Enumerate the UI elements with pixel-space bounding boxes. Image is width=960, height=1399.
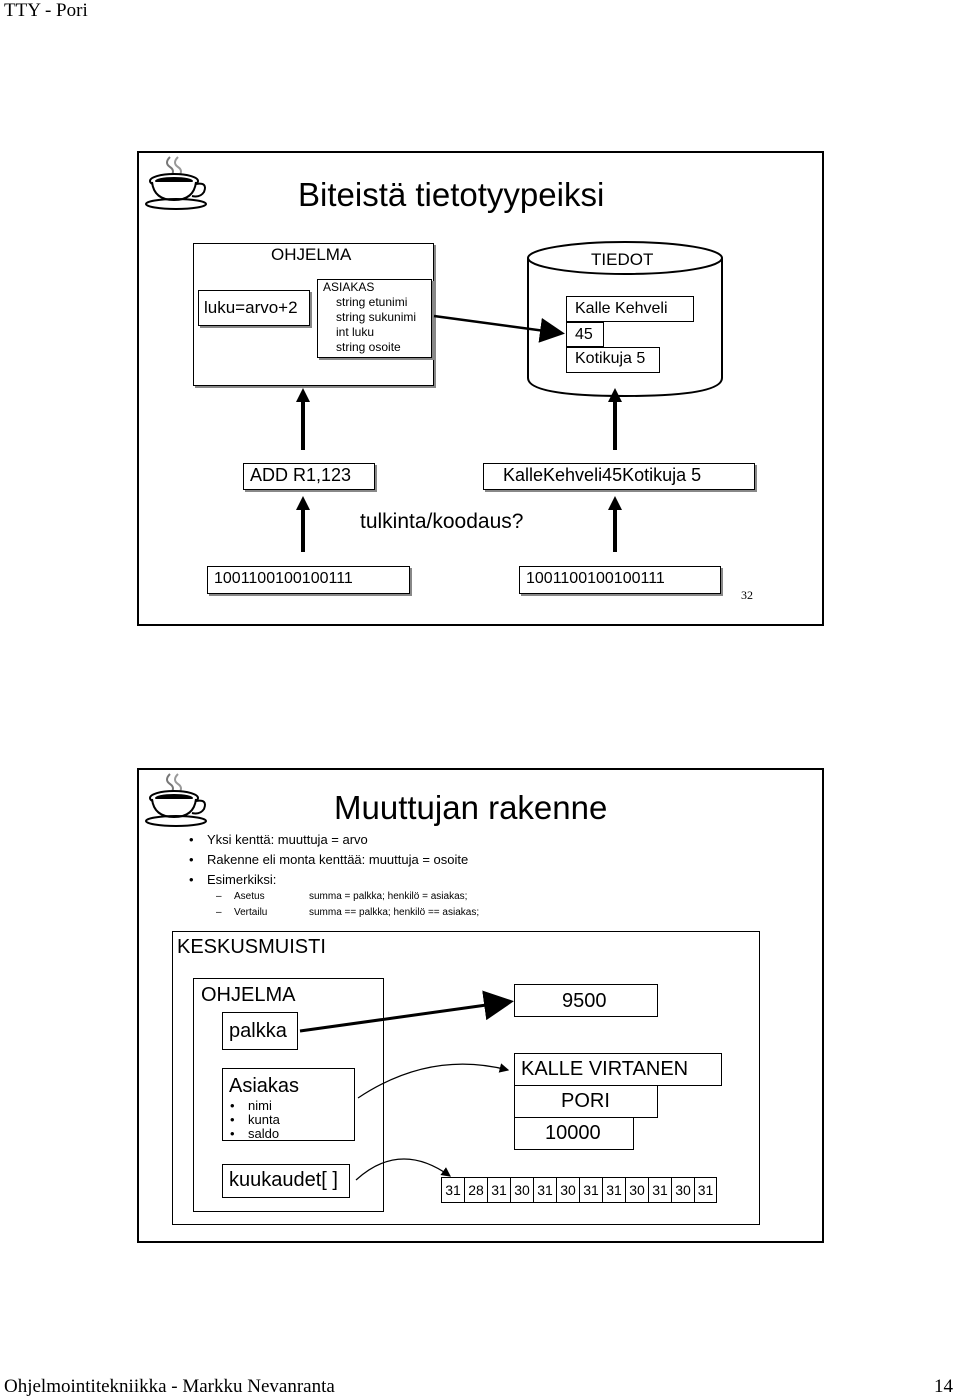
record-row-box bbox=[514, 1053, 722, 1086]
bits-left-box bbox=[207, 566, 410, 594]
slide2-title: Muuttujan rakenne bbox=[334, 789, 608, 826]
array-cell: 30 bbox=[557, 1178, 580, 1202]
struct-name: ASIAKAS bbox=[323, 280, 375, 294]
slide1-title: Biteistä tietotyypeiksi bbox=[298, 176, 605, 213]
bullet-item: Esimerkiksi: bbox=[189, 872, 276, 887]
array-cell: 28 bbox=[465, 1178, 488, 1202]
array-cell: 31 bbox=[603, 1178, 626, 1202]
record-value: KALLE VIRTANEN bbox=[521, 1058, 689, 1080]
instruction-text: ADD R1,123 bbox=[250, 465, 352, 485]
array-box bbox=[222, 1164, 350, 1198]
record-row-box bbox=[514, 1085, 658, 1118]
memory-label: KESKUSMUISTI bbox=[177, 936, 326, 958]
struct-field: string osoite bbox=[336, 340, 401, 354]
example-label: Vertailu bbox=[216, 907, 268, 918]
struct-field: int luku bbox=[336, 325, 375, 339]
array-cell: 31 bbox=[697, 1182, 714, 1198]
record-row-box bbox=[514, 1117, 634, 1150]
record-value: PORI bbox=[561, 1090, 610, 1112]
data-row: Kotikuja 5 bbox=[575, 350, 646, 367]
value-palkka: 9500 bbox=[562, 990, 607, 1012]
data-store-label: TIEDOT bbox=[591, 250, 654, 269]
bits-right-box bbox=[519, 566, 721, 594]
array-cell: 31 bbox=[580, 1178, 603, 1202]
bullet-item: Yksi kenttä: muuttuja = arvo bbox=[189, 832, 368, 847]
var-palkka-label: palkka bbox=[229, 1020, 287, 1042]
struct-field: string sukunimi bbox=[336, 310, 417, 324]
array-cell: 30 bbox=[626, 1178, 649, 1202]
slide-biteista bbox=[137, 151, 824, 626]
struct-field: saldo bbox=[230, 1126, 279, 1141]
struct-field: nimi bbox=[230, 1098, 272, 1113]
array-cell: 31 bbox=[649, 1178, 672, 1202]
data-string-box bbox=[483, 463, 755, 490]
array-cell: 30 bbox=[511, 1178, 534, 1202]
page-footer-title: Ohjelmointitekniikka - Markku Nevanranta bbox=[4, 1376, 335, 1397]
data-string-text: KalleKehveli45Kotikuja 5 bbox=[503, 465, 702, 485]
struct-name: Asiakas bbox=[229, 1075, 300, 1097]
example-code: summa == palkka; henkilö == asiakas; bbox=[309, 907, 480, 918]
struct-box bbox=[222, 1068, 355, 1141]
array-cell: 30 bbox=[672, 1178, 695, 1202]
struct-field: string etunimi bbox=[336, 295, 408, 309]
value-palkka-box bbox=[514, 984, 658, 1017]
data-row: 45 bbox=[575, 326, 593, 343]
struct-box bbox=[317, 279, 432, 358]
data-row: Kalle Kehveli bbox=[575, 300, 668, 317]
array-cell: 31 bbox=[488, 1178, 511, 1202]
data-row-box bbox=[566, 322, 604, 347]
page-number: 14 bbox=[934, 1376, 953, 1397]
array-cell: 31 bbox=[534, 1178, 557, 1202]
bits-left-text: 1001100100100111 bbox=[214, 570, 353, 587]
array-cell: 31 bbox=[442, 1178, 465, 1202]
example-label: Asetus bbox=[216, 891, 264, 902]
bits-right-text: 1001100100100111 bbox=[526, 570, 665, 587]
slide-number: 32 bbox=[741, 588, 753, 602]
record-value: 10000 bbox=[545, 1122, 601, 1144]
expression-text: luku=arvo+2 bbox=[204, 298, 298, 317]
expression-box bbox=[198, 290, 310, 326]
var-palkka-box bbox=[222, 1012, 298, 1050]
program-label: OHJELMA bbox=[271, 245, 352, 264]
data-row-box bbox=[566, 296, 694, 322]
program-label: OHJELMA bbox=[201, 984, 296, 1006]
array-name: kuukaudet[ ] bbox=[229, 1169, 338, 1191]
bullet-item: Rakenne eli monta kenttää: muuttuja = os… bbox=[189, 852, 468, 867]
page-header-title: TTY - Pori bbox=[4, 0, 88, 21]
instruction-box bbox=[243, 463, 375, 490]
struct-field: kunta bbox=[230, 1112, 280, 1127]
question-text: tulkinta/koodaus? bbox=[360, 510, 524, 533]
example-code: summa = palkka; henkilö = asiakas; bbox=[309, 891, 468, 902]
data-row-box bbox=[566, 347, 660, 373]
